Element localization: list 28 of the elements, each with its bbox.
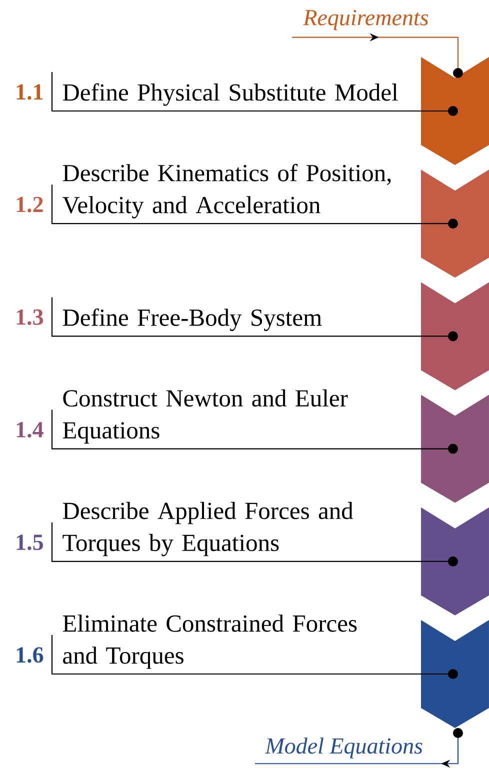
flow-label: Requirements xyxy=(303,10,428,30)
leader-line xyxy=(51,72,458,116)
step-label: Describe Kinematics of Position, Velocity and Acceleration xyxy=(62,164,391,218)
step-block xyxy=(421,282,489,390)
leader-line xyxy=(51,297,458,342)
step-number: 1.1 xyxy=(16,84,43,100)
step-label: Describe Applied Forces and Torques by Equations xyxy=(62,502,354,556)
leader-line xyxy=(51,410,458,454)
step-block xyxy=(421,507,489,616)
step-block xyxy=(421,394,489,503)
step-label: Define Physical Substitute Model xyxy=(62,83,398,106)
step-block xyxy=(421,170,489,278)
step-label: Eliminate Constrained Forces and Torques xyxy=(62,614,357,669)
connector-arrow xyxy=(255,728,463,768)
step-number: 1.5 xyxy=(16,534,43,550)
leader-line xyxy=(51,184,458,229)
step-number: 1.2 xyxy=(16,196,43,212)
step-number: 1.3 xyxy=(16,309,43,325)
step-number: 1.4 xyxy=(16,422,44,438)
step-label: Construct Newton and Euler Equations xyxy=(62,389,348,444)
connector-arrow xyxy=(292,33,463,78)
leader-line xyxy=(51,635,458,679)
step-label: Define Free-Body System xyxy=(62,308,322,331)
flow-label: Model Equations xyxy=(264,738,422,758)
step-block xyxy=(421,620,489,728)
step-block xyxy=(421,57,489,165)
step-number: 1.6 xyxy=(16,647,44,663)
leader-line xyxy=(51,522,458,566)
